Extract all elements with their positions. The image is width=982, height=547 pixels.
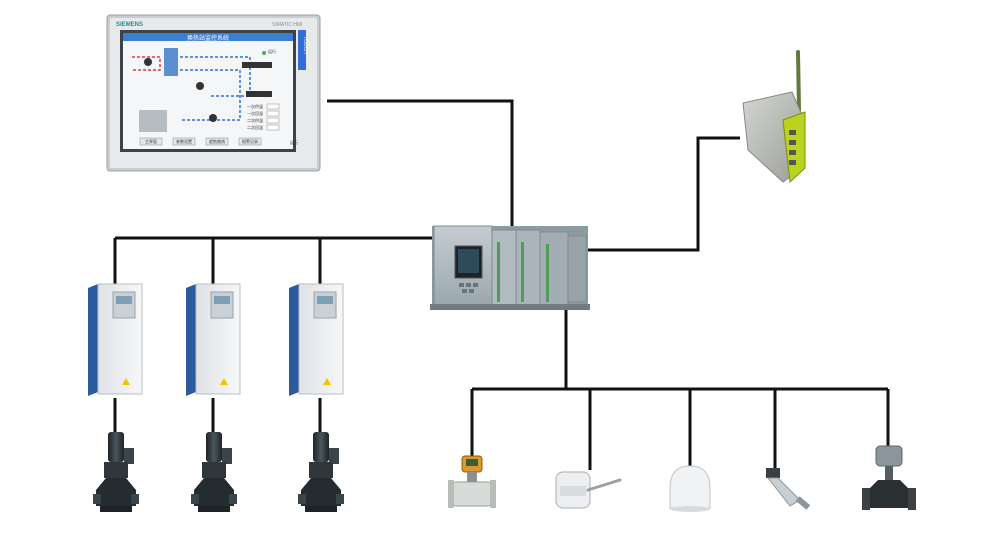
hmi-to-plc-line — [327, 99, 514, 226]
hmi-readout-4: 二次回温 — [247, 124, 263, 130]
hmi-process-mimic — [132, 48, 272, 132]
hmi-button-1-label: 主界面 — [145, 138, 157, 144]
vfd-2[interactable] — [186, 283, 241, 396]
hmi-readout-1: 一次供温 — [247, 103, 263, 109]
hmi-brand-label: SIEMENS — [116, 22, 143, 28]
connection-lines — [113, 99, 890, 470]
hmi-model-label: SIMATIC HMI — [272, 22, 302, 28]
vfd-1-keypad — [112, 291, 136, 319]
wireless-gateway[interactable] — [742, 50, 806, 184]
hmi-status-text: 运行 — [268, 48, 276, 54]
plc-to-gateway-line — [584, 136, 740, 252]
gateway-ports — [789, 130, 796, 165]
hmi-corner-text: 运行 — [290, 139, 298, 145]
vfd-3[interactable] — [289, 283, 344, 396]
room-temperature-sensor[interactable] — [669, 465, 711, 512]
flow-meter[interactable] — [448, 455, 496, 508]
pressure-transmitter[interactable] — [766, 468, 811, 510]
hmi-touch-panel[interactable]: SIEMENS SIMATIC HMI 换热站监控系统 一次供温 一次回温 二次… — [106, 14, 321, 172]
hmi-side-label: TOUCH — [302, 36, 308, 54]
plc-io-module-4 — [567, 235, 587, 303]
hmi-readout-2: 一次回温 — [247, 110, 263, 116]
hmi-button-2-label: 参数设置 — [176, 138, 192, 144]
hmi-readout-3: 二次供温 — [247, 117, 263, 123]
hmi-button-3-label: 趋势曲线 — [209, 138, 225, 144]
pump-2[interactable] — [191, 432, 237, 512]
control-valve[interactable] — [862, 445, 916, 510]
hmi-button-3[interactable] — [205, 137, 229, 146]
hmi-screen-title: 换热站监控系统 — [187, 34, 229, 42]
plc-io-module-1 — [491, 229, 517, 309]
pump-3[interactable] — [298, 432, 344, 512]
hmi-button-4-label: 报警记录 — [242, 138, 258, 144]
vfd-3-warning-icon — [323, 378, 331, 385]
pump-1[interactable] — [93, 432, 139, 512]
plc-terminal-strips — [497, 242, 549, 302]
hmi-button-1[interactable] — [139, 137, 163, 146]
hmi-title-bar — [123, 33, 293, 41]
sensor-probe-icon — [586, 478, 622, 492]
hmi-side-strip — [298, 30, 306, 70]
hmi-button-4[interactable] — [238, 137, 262, 146]
antenna-icon — [796, 50, 801, 112]
vfd-2-warning-icon — [220, 378, 228, 385]
plc-io-module-3 — [539, 231, 569, 309]
plc-din-rail — [430, 304, 590, 310]
vfd-2-keypad — [210, 291, 234, 319]
plc-io-module-2 — [515, 229, 541, 309]
hmi-button-2[interactable] — [172, 137, 196, 146]
plc-controller[interactable] — [430, 225, 590, 310]
duct-temperature-sensor[interactable] — [555, 471, 622, 509]
hmi-readouts: 一次供温 一次回温 二次供温 二次回温 — [247, 103, 280, 131]
vfd-3-keypad — [313, 291, 337, 319]
vfd-1[interactable] — [88, 283, 143, 396]
vfd-1-warning-icon — [122, 378, 130, 385]
plc-keypad — [459, 283, 478, 293]
hmi-button-row: 主界面 参数设置 趋势曲线 报警记录 — [139, 137, 262, 146]
